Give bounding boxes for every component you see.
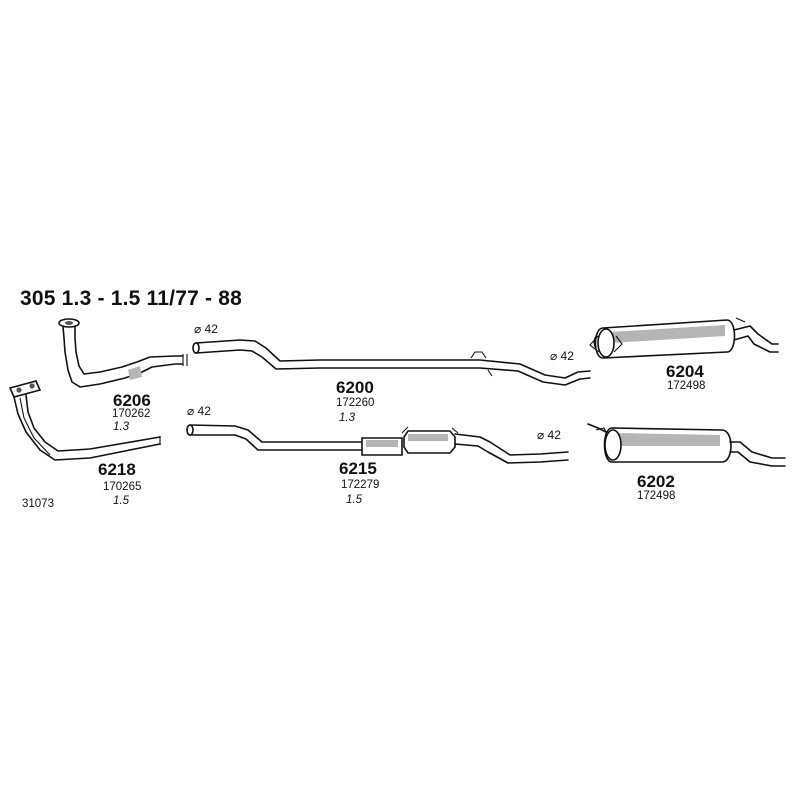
part-code-6206: 170262 bbox=[112, 408, 151, 420]
part-number-6206: 6206 bbox=[113, 391, 151, 410]
part-code-6218: 170265 bbox=[103, 481, 142, 493]
engine-note-6215: 1.5 bbox=[346, 494, 362, 506]
part-6204-silencer bbox=[589, 317, 779, 359]
reference-code: 31073 bbox=[22, 498, 54, 510]
part-code-6200: 172260 bbox=[336, 397, 375, 409]
part-code-6204: 172498 bbox=[667, 380, 706, 392]
part-6215-pipe bbox=[186, 424, 569, 464]
diameter-6200-right: ⌀ 42 bbox=[550, 349, 574, 363]
part-number-6215: 6215 bbox=[339, 459, 377, 478]
part-6206-downpipe bbox=[58, 318, 188, 388]
part-6200-pipe bbox=[192, 339, 591, 386]
part-code-6215: 172279 bbox=[341, 479, 380, 491]
engine-note-6206: 1.3 bbox=[113, 421, 129, 433]
part-code-6202: 172498 bbox=[637, 490, 676, 502]
diameter-6215-left: ⌀ 42 bbox=[187, 404, 211, 418]
engine-note-6218: 1.5 bbox=[113, 495, 129, 507]
part-6218-downpipe bbox=[8, 380, 161, 461]
part-number-6204: 6204 bbox=[666, 362, 704, 381]
diameter-6200-left: ⌀ 42 bbox=[194, 322, 218, 336]
part-number-6218: 6218 bbox=[98, 460, 136, 479]
engine-note-6200: 1.3 bbox=[339, 412, 355, 424]
part-6202-silencer bbox=[587, 423, 786, 467]
part-number-6200: 6200 bbox=[336, 378, 374, 397]
diagram-title: 305 1.3 - 1.5 11/77 - 88 bbox=[20, 287, 242, 310]
part-number-6202: 6202 bbox=[637, 472, 675, 491]
diameter-6215-right: ⌀ 42 bbox=[537, 428, 561, 442]
